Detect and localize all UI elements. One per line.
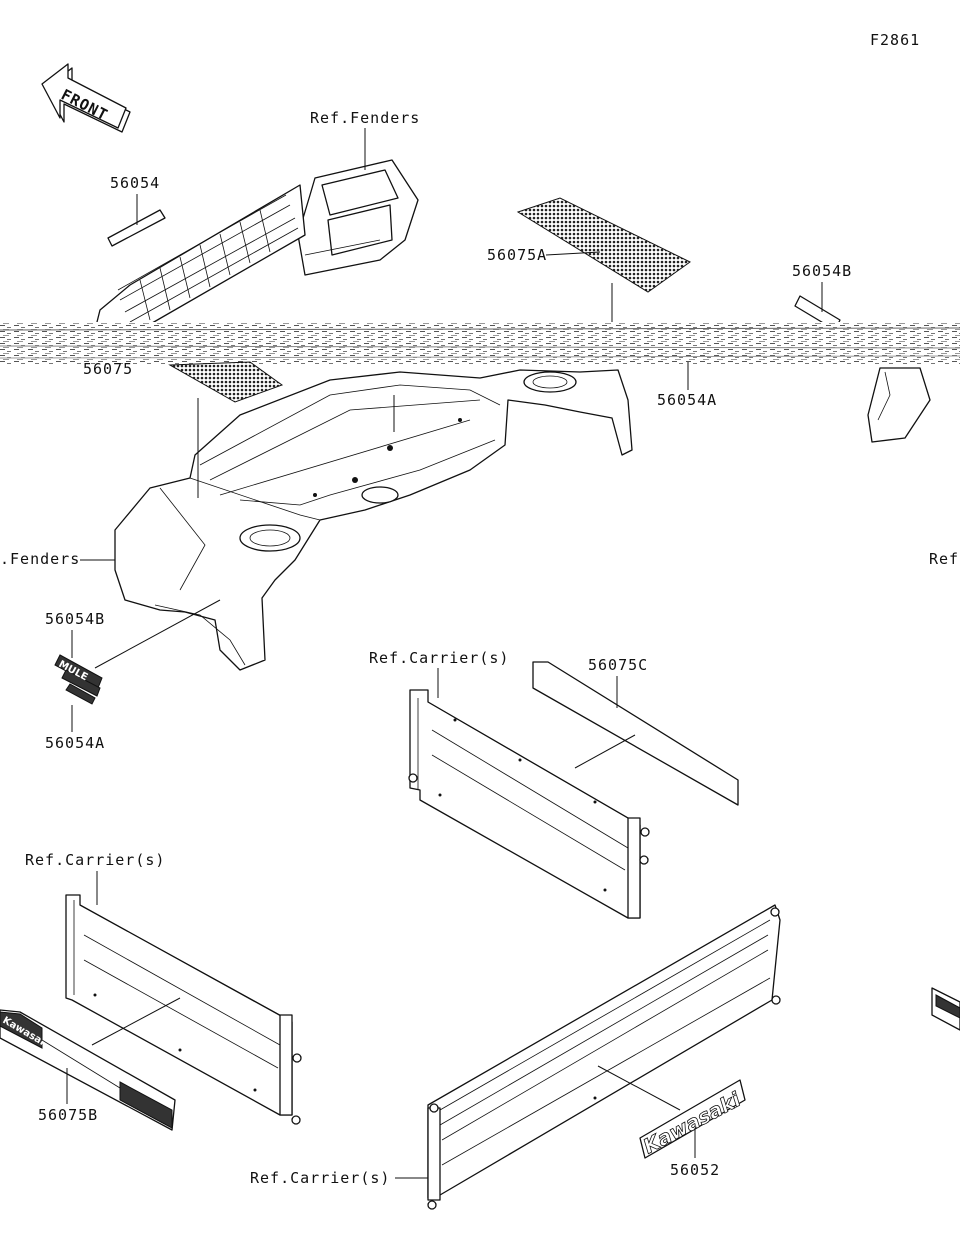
carrier-gate-left <box>65 894 302 1125</box>
label-56054b-left: 56054B <box>45 610 105 628</box>
kawasaki-decal-text: Kawasaki <box>639 1087 745 1159</box>
ref-fenders-left-label: .Fenders <box>0 550 80 568</box>
decal-56054 <box>107 209 166 247</box>
label-56075: 56075 <box>83 360 133 378</box>
label-56054: 56054 <box>110 174 160 192</box>
label-56054b-top: 56054B <box>792 262 852 280</box>
carrier-gate-middle <box>408 689 650 919</box>
decal-56052: Kawasaki <box>639 1079 746 1159</box>
label-56075c: 56075C <box>588 656 648 674</box>
label-56075b: 56075B <box>38 1106 98 1124</box>
ref-right-label: Ref <box>929 550 959 568</box>
mat-56075a <box>516 197 691 293</box>
grille-slots <box>139 209 271 321</box>
figure-id: F2861 <box>870 31 920 49</box>
grille-panel <box>94 184 306 331</box>
mule-decal: MULE <box>54 654 103 705</box>
mat-56075 <box>168 361 284 403</box>
ref-carrier-mid-label: Ref.Carrier(s) <box>369 649 509 667</box>
ref-carrier-bottom-label: Ref.Carrier(s) <box>250 1169 390 1187</box>
sheet-56075c <box>532 661 739 806</box>
fender-bracket-top <box>297 159 419 276</box>
ref-fenders-top-label: Ref.Fenders <box>310 109 420 127</box>
cargo-bed <box>114 369 633 671</box>
label-56054a-top: 56054A <box>657 391 717 409</box>
label-56054a-left: 56054A <box>45 734 105 752</box>
fender-bracket-right <box>867 367 931 443</box>
tailgate-large <box>427 904 781 1210</box>
ref-carrier-left-label: Ref.Carrier(s) <box>25 851 165 869</box>
label-56075a: 56075A <box>487 246 547 264</box>
front-arrow-icon: FRONT <box>41 63 131 133</box>
label-56052: 56052 <box>670 1161 720 1179</box>
